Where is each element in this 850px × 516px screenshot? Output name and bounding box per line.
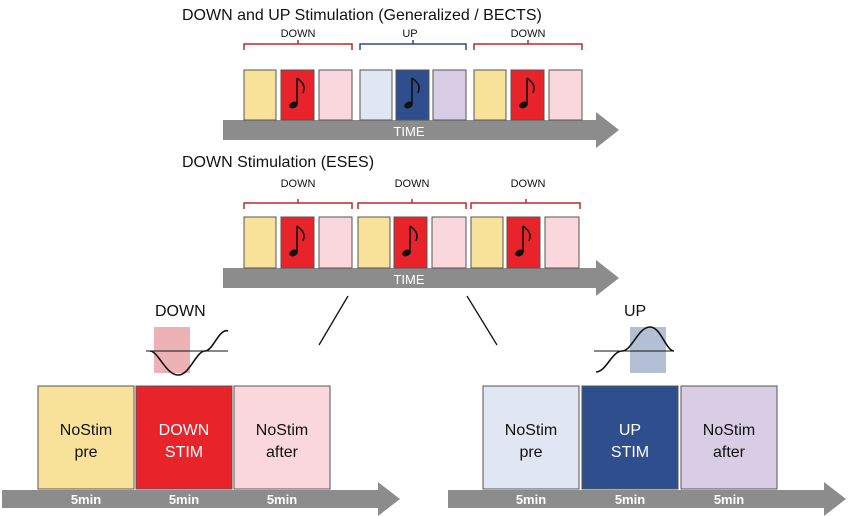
bottom-left-time-arrow <box>2 482 400 516</box>
bottom-right-label: UP <box>624 303 646 320</box>
nostim-pre-block <box>482 385 580 490</box>
group-bracket <box>470 202 581 209</box>
up-stim-block <box>581 385 679 490</box>
block-line2: after <box>266 444 299 461</box>
group-label: DOWN <box>511 28 546 40</box>
top-time-arrow: TIME <box>223 112 619 148</box>
bottom-right-time-arrow <box>448 482 846 516</box>
middle-time-arrow: TIME <box>223 260 619 296</box>
top-group-3: DOWN <box>473 28 583 121</box>
eighth-note-icon <box>289 77 305 109</box>
group-label: DOWN <box>395 178 430 190</box>
nostim-after-block <box>432 69 467 121</box>
group-bracket <box>473 43 583 50</box>
block-line2: STIM <box>611 444 649 461</box>
block-line1: DOWN <box>159 422 210 439</box>
duration-label: 5min <box>71 492 101 507</box>
eighth-note-icon <box>404 77 420 109</box>
top-group-1: DOWN <box>243 28 353 121</box>
nostim-pre-block <box>37 385 135 490</box>
eighth-note-icon <box>289 225 305 257</box>
group-bracket <box>243 202 353 209</box>
sine-wave-icon <box>594 326 675 373</box>
block-line1: NoStim <box>256 422 308 439</box>
eighth-note-icon <box>515 225 531 257</box>
eighth-note-icon <box>519 77 535 109</box>
block-line2: after <box>713 444 746 461</box>
block-line1: NoStim <box>60 422 112 439</box>
duration-label: 5min <box>714 492 744 507</box>
zoom-line-right <box>466 295 498 346</box>
group-label: UP <box>402 28 417 40</box>
duration-label: 5min <box>267 492 297 507</box>
zoom-line-left <box>318 295 349 346</box>
bottom-right-protocol: NoStim pre UP STIM NoStim after 5min 5mi… <box>448 385 846 516</box>
sine-wave-icon <box>146 327 229 376</box>
group-bracket <box>359 43 467 50</box>
duration-label: 5min <box>516 492 546 507</box>
block-line1: NoStim <box>505 422 557 439</box>
middle-group-3: DOWN <box>470 178 581 269</box>
nostim-after-block <box>431 216 467 269</box>
middle-time-label: TIME <box>393 272 424 287</box>
nostim-after-block <box>318 69 353 121</box>
down-shade <box>154 327 190 373</box>
middle-group-2: DOWN <box>357 178 467 269</box>
nostim-after-block <box>318 216 353 269</box>
block-line1: UP <box>619 422 641 439</box>
nostim-after-block <box>548 69 583 121</box>
bottom-left-label: DOWN <box>155 303 206 320</box>
block-line2: STIM <box>165 444 203 461</box>
block-line1: NoStim <box>703 422 755 439</box>
top-section-title: DOWN and UP Stimulation (Generalized / B… <box>182 7 542 24</box>
nostim-pre-block <box>243 216 277 269</box>
nostim-after-block <box>680 385 778 490</box>
group-bracket <box>243 43 353 50</box>
eighth-note-icon <box>402 225 418 257</box>
duration-label: 5min <box>615 492 645 507</box>
nostim-pre-block <box>243 69 277 121</box>
nostim-after-block <box>233 385 331 490</box>
nostim-pre-block <box>473 69 507 121</box>
nostim-pre-block <box>470 216 504 269</box>
bottom-left-protocol: NoStim pre DOWN STIM NoStim after 5min 5… <box>2 385 400 516</box>
group-label: DOWN <box>511 178 546 190</box>
nostim-pre-block <box>357 216 391 269</box>
group-bracket <box>357 202 467 209</box>
top-group-2: UP <box>359 28 467 121</box>
middle-group-1: DOWN <box>243 178 353 269</box>
down-stim-block <box>135 385 233 490</box>
block-line2: pre <box>519 444 542 461</box>
nostim-pre-block <box>359 69 393 121</box>
nostim-after-block <box>544 216 580 269</box>
group-label: DOWN <box>281 178 316 190</box>
block-line2: pre <box>74 444 97 461</box>
middle-section-title: DOWN Stimulation (ESES) <box>182 154 374 171</box>
group-label: DOWN <box>281 28 316 40</box>
duration-label: 5min <box>169 492 199 507</box>
top-time-label: TIME <box>393 124 424 139</box>
